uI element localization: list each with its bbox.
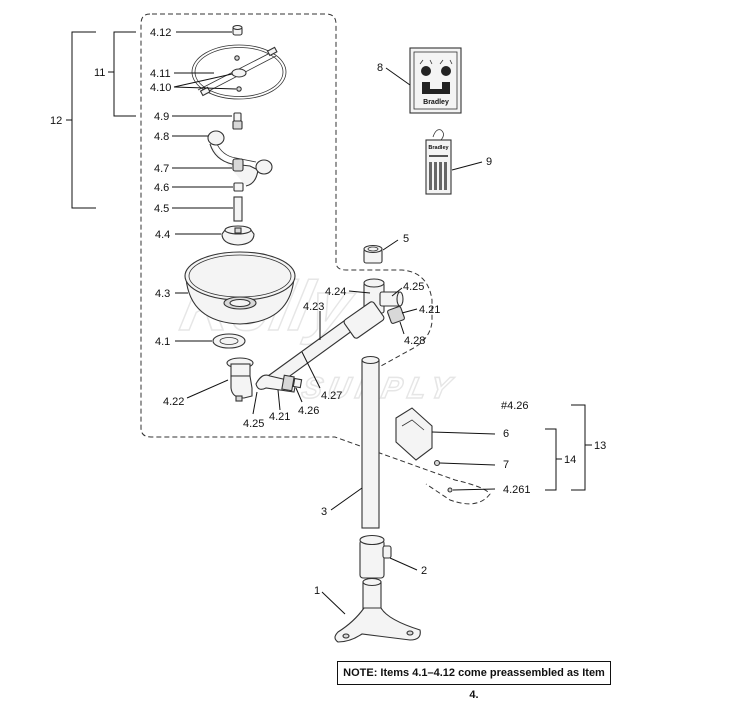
assembly-boundary — [140, 13, 491, 505]
label-9: 9 — [486, 156, 492, 168]
label-4-27: 4.27 — [321, 390, 342, 402]
label-4-6: 4.6 — [154, 182, 169, 194]
label-4-26: 4.26 — [298, 405, 319, 417]
part-5-nut — [363, 244, 383, 264]
label-4-7: 4.7 — [154, 163, 169, 175]
part-4-12-cap — [232, 24, 243, 36]
label-4-4: 4.4 — [155, 229, 170, 241]
label-11: 11 — [94, 67, 105, 79]
label-4-25-bottom: 4.25 — [243, 418, 264, 430]
leader-lines — [172, 31, 496, 615]
label-hash-4-26: #4.26 — [501, 400, 529, 412]
label-4-12: 4.12 — [150, 27, 171, 39]
part-3-pipe — [361, 355, 380, 529]
part-4-3-bowl — [184, 251, 296, 325]
bracket-11 — [108, 31, 136, 117]
label-4-21-top: 4.21 — [419, 304, 440, 316]
label-4-261: 4.261 — [503, 484, 531, 496]
label-1: 1 — [314, 585, 320, 597]
label-14: 14 — [564, 454, 576, 466]
label-6: 6 — [503, 428, 509, 440]
label-4-22: 4.22 — [163, 396, 184, 408]
bracket-14 — [545, 428, 562, 491]
bracket-13 — [571, 404, 592, 491]
callout-labels: 4.12 11 12 4.11 4.10 4.9 4.8 4.7 4.6 4.5… — [50, 27, 606, 597]
label-4-3: 4.3 — [155, 288, 170, 300]
bracket-12 — [66, 31, 96, 209]
label-4-8: 4.8 — [154, 131, 169, 143]
label-4-5: 4.5 — [154, 203, 169, 215]
part-4-9-fitting — [232, 112, 243, 130]
part-4-4-flange — [221, 225, 255, 246]
label-4-23: 4.23 — [303, 301, 324, 313]
label-3: 3 — [321, 506, 327, 518]
part-4-6-bushing — [233, 182, 244, 192]
label-7: 7 — [503, 459, 509, 471]
label-4-1: 4.1 — [155, 336, 170, 348]
tag-brand-text: Bradley — [428, 145, 449, 151]
label-5: 5 — [403, 233, 409, 245]
part-4-261-screw — [447, 487, 453, 493]
part-2-coupling — [359, 534, 392, 579]
part-6-plaque — [395, 407, 433, 461]
label-4-28: 4.28 — [404, 335, 425, 347]
part-4-11-ring — [191, 44, 287, 100]
label-4-25-top: 4.25 — [403, 281, 424, 293]
eyewash-sign-icon: Bradley — [409, 47, 462, 114]
part-4-22-drain — [226, 357, 254, 402]
label-4-21-bottom: 4.21 — [269, 411, 290, 423]
inspection-tag-icon: Bradley — [425, 129, 452, 195]
part-1-base — [334, 577, 421, 643]
label-12: 12 — [50, 115, 62, 127]
part-4-24-tee — [343, 278, 405, 339]
part-4-1-gasket — [212, 333, 246, 349]
part-4-23-supply-pipe — [255, 317, 357, 393]
label-8: 8 — [377, 62, 383, 74]
label-4-11: 4.11 — [150, 68, 171, 80]
label-4-9: 4.9 — [154, 111, 169, 123]
label-4-10: 4.10 — [150, 82, 171, 94]
part-4-5-nipple — [233, 196, 243, 222]
preassembled-note: NOTE: Items 4.1–4.12 come preassembled a… — [337, 661, 611, 701]
label-2: 2 — [421, 565, 427, 577]
sign-brand-text: Bradley — [423, 99, 449, 106]
label-4-24: 4.24 — [325, 286, 346, 298]
part-4-7-spray-head — [207, 130, 273, 187]
label-13: 13 — [594, 440, 606, 452]
part-7-screw — [433, 459, 441, 467]
